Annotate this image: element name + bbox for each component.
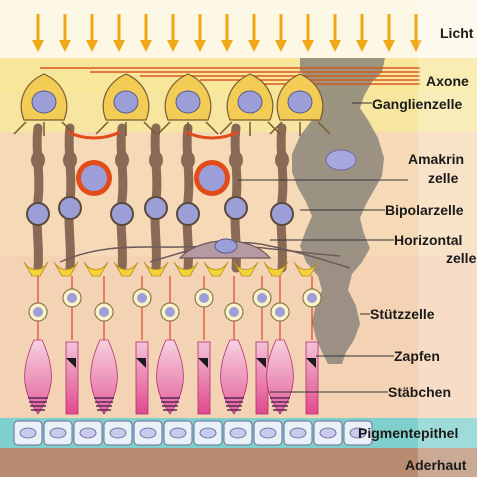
label-choroid: Aderhaut <box>405 457 467 473</box>
pigment-cell <box>134 421 162 445</box>
label-cones: Zapfen <box>394 348 440 364</box>
light-arrows <box>32 14 422 52</box>
rod-cell <box>253 276 271 414</box>
rod-cell <box>303 276 321 414</box>
label-rods: Stäbchen <box>388 384 451 400</box>
label-horizontal-2: zelle <box>446 250 477 266</box>
pigment-cell <box>284 421 312 445</box>
label-amacrine-2: zelle <box>428 170 459 186</box>
label-bipolar: Bipolarzelle <box>385 202 464 218</box>
rod-cell <box>133 276 151 414</box>
pigment-cell <box>14 421 42 445</box>
pigment-cell <box>74 421 102 445</box>
pigment-cell <box>194 421 222 445</box>
label-ganglion: Ganglienzelle <box>372 96 462 112</box>
pigment-cell <box>44 421 72 445</box>
pigment-cell <box>254 421 282 445</box>
pigment-cell <box>314 421 342 445</box>
pigment-cell <box>224 421 252 445</box>
label-light: Licht <box>440 25 474 41</box>
label-axons: Axone <box>426 73 469 89</box>
pigment-cell <box>104 421 132 445</box>
pigment-cell <box>164 421 192 445</box>
label-support: Stützzelle <box>370 306 435 322</box>
rod-cell <box>195 276 213 414</box>
label-horizontal-1: Horizontal <box>394 232 462 248</box>
label-pigment: Pigmentepithel <box>358 425 458 441</box>
label-amacrine-1: Amakrin <box>408 151 464 167</box>
support-cell-nucleus <box>326 150 356 170</box>
rod-cell <box>63 276 81 414</box>
